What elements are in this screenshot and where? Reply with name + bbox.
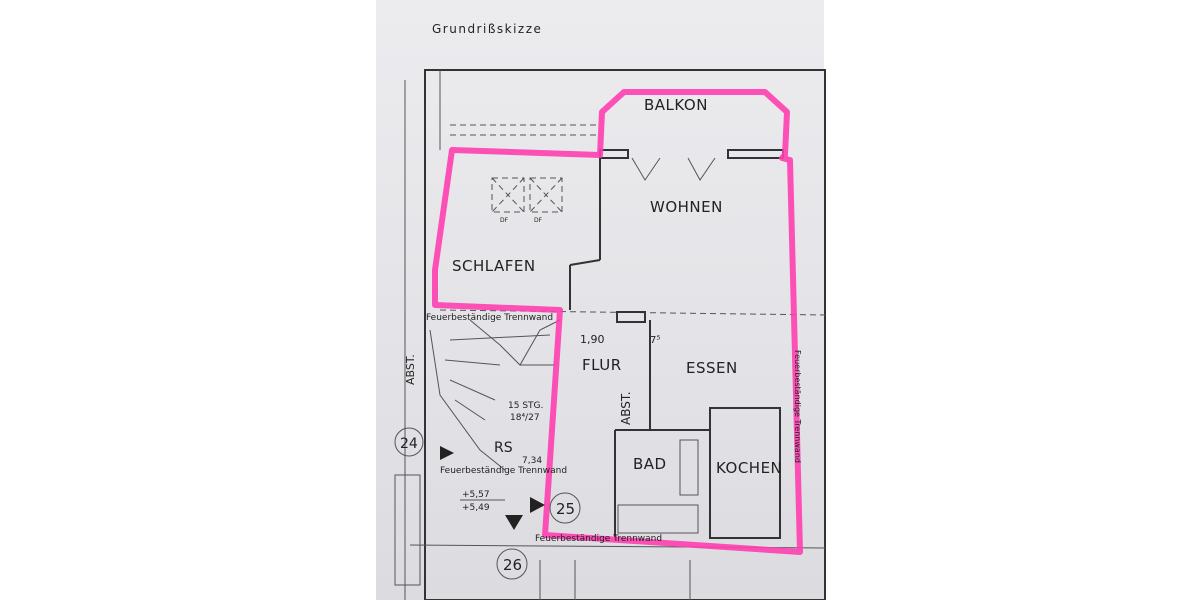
- svg-text:26: 26: [503, 556, 522, 574]
- svg-text:24: 24: [400, 436, 418, 452]
- trennwand-label: Feuerbeständige Trennwand: [426, 313, 553, 323]
- dimension-1-90: 1,90: [580, 333, 605, 346]
- building-walls: [394, 69, 826, 600]
- unit-number-24: 24: [394, 427, 424, 457]
- balcony-doors: [631, 157, 716, 181]
- room-label-schlafen: SCHLAFEN: [452, 257, 536, 275]
- df-label: DF: [500, 217, 509, 224]
- dimension-7-34: 7,34: [522, 456, 542, 466]
- room-label-abst: ABST.: [404, 354, 417, 385]
- stairs-count: 15 STG.: [508, 401, 543, 411]
- level-lower: +5,49: [462, 503, 490, 513]
- trennwand-label: Feuerbeständige Trennwand: [535, 534, 662, 544]
- dimension-7-5: 7⁵: [650, 335, 660, 346]
- unit-number-25: 25: [549, 492, 581, 524]
- apartment-highlight: [432, 89, 803, 555]
- roof-windows: DF DF: [491, 177, 563, 224]
- svg-text:25: 25: [556, 500, 575, 518]
- trennwand-label: Feuerbeständige Trennwand: [793, 350, 802, 463]
- room-label-balkon: BALKON: [644, 96, 708, 114]
- arrow-marker: [530, 497, 545, 513]
- room-label-essen: ESSEN: [686, 359, 738, 377]
- room-label-wohnen: WOHNEN: [650, 198, 723, 216]
- room-label-bad: BAD: [633, 455, 667, 473]
- trennwand-label: Feuerbeständige Trennwand: [440, 466, 567, 476]
- level-upper: +5,57: [462, 490, 490, 500]
- df-label: DF: [534, 217, 543, 224]
- unit-number-26: 26: [496, 548, 528, 580]
- floor-plan-photo: [376, 0, 824, 600]
- arrow-marker: [505, 515, 523, 530]
- room-label-kochen: KOCHEN: [716, 459, 782, 477]
- staircase: [429, 319, 561, 471]
- stairs-ratio: 18⁴/27: [510, 413, 540, 423]
- rs-label: RS: [494, 440, 513, 456]
- plan-title: Grundrißskizze: [432, 22, 542, 36]
- room-label-flur: FLUR: [582, 356, 622, 374]
- room-label-abst: ABST.: [619, 391, 633, 425]
- arrow-marker: [440, 446, 454, 460]
